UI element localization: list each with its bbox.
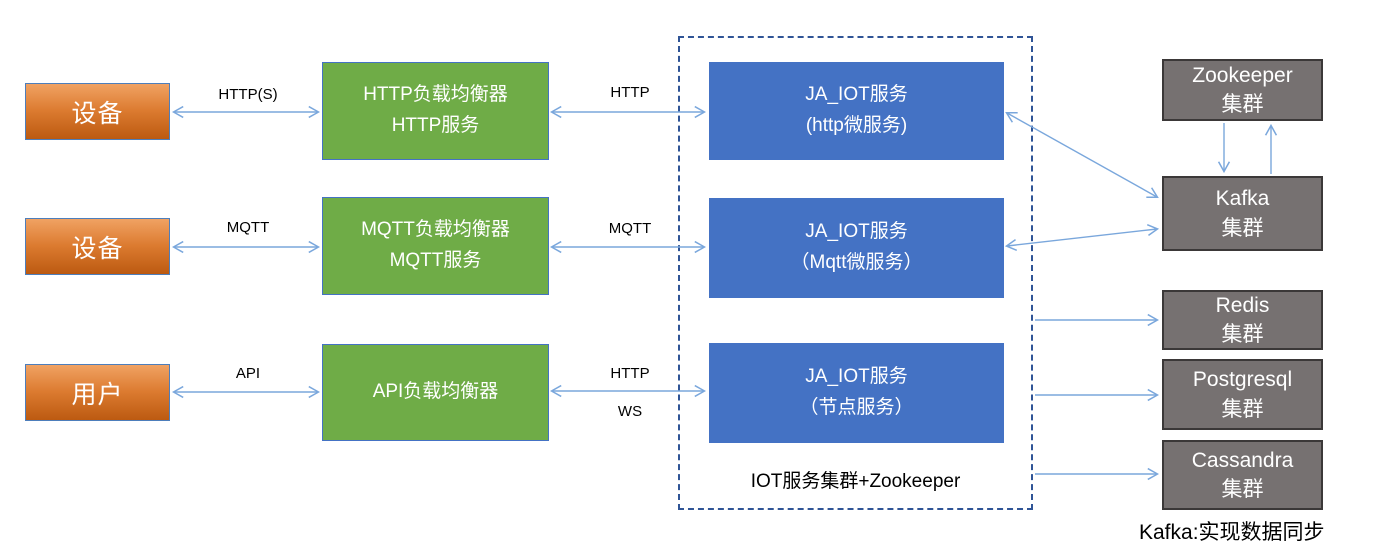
kafka-sync-note: Kafka:实现数据同步 (1139, 521, 1325, 544)
postgresql-cluster-line1: Postgresql (1192, 368, 1293, 392)
iot-cluster-caption: IOT服务集群+Zookeeper (750, 471, 961, 492)
device-box-2-label: 设备 (71, 234, 124, 263)
http-load-balancer-box: HTTP负载均衡器 HTTP服务 (322, 62, 549, 160)
zookeeper-cluster-line2: 集群 (1221, 93, 1264, 116)
iot-node-service-line1: JA_IOT服务 (805, 366, 908, 388)
iot-http-service-line2: (http微服务) (805, 115, 908, 136)
user-box: 用户 (25, 364, 170, 421)
mqtt-lb-line2: MQTT服务 (389, 250, 482, 271)
user-box-label: 用户 (71, 380, 124, 409)
device-box-1-label: 设备 (71, 99, 124, 128)
redis-cluster-line1: Redis (1215, 293, 1270, 317)
redis-cluster-box: Redis 集群 (1162, 290, 1323, 350)
mqtt-load-balancer-box: MQTT负载均衡器 MQTT服务 (322, 197, 549, 295)
iot-http-service-line1: JA_IOT服务 (805, 84, 908, 106)
edge-label-api: API (235, 365, 261, 382)
edge-label-mqtt-right: MQTT (608, 220, 652, 237)
http-lb-line1: HTTP负载均衡器 (363, 84, 508, 106)
api-lb-line1: API负载均衡器 (372, 381, 499, 403)
edge-label-http-row1: HTTP (610, 84, 650, 101)
postgresql-cluster-line2: 集群 (1221, 397, 1264, 421)
iot-node-service-line2: （节点服务） (799, 397, 914, 418)
cassandra-cluster-line1: Cassandra (1191, 448, 1294, 472)
cassandra-cluster-box: Cassandra 集群 (1162, 440, 1323, 510)
cassandra-cluster-line2: 集群 (1221, 478, 1264, 501)
iot-node-service-box: JA_IOT服务 （节点服务） (709, 343, 1004, 443)
edge-label-ws: WS (617, 403, 643, 420)
edge-label-https: HTTP(S) (218, 86, 278, 103)
device-box-1: 设备 (25, 83, 170, 140)
zookeeper-cluster-line1: Zookeeper (1192, 63, 1293, 87)
kafka-cluster-box: Kafka 集群 (1162, 176, 1323, 251)
device-box-2: 设备 (25, 218, 170, 275)
postgresql-cluster-box: Postgresql 集群 (1162, 359, 1323, 430)
iot-http-service-box: JA_IOT服务 (http微服务) (709, 62, 1004, 160)
iot-mqtt-service-line2: （Mqtt微服务） (790, 252, 923, 273)
redis-cluster-line2: 集群 (1221, 323, 1264, 346)
http-lb-line2: HTTP服务 (391, 115, 480, 136)
iot-mqtt-service-line1: JA_IOT服务 (805, 221, 908, 243)
iot-mqtt-service-box: JA_IOT服务 （Mqtt微服务） (709, 198, 1004, 298)
iot-cluster-dashed-container (678, 36, 1033, 510)
api-load-balancer-box: API负载均衡器 (322, 344, 549, 441)
edge-label-mqtt-left: MQTT (226, 219, 270, 236)
kafka-cluster-line1: Kafka (1215, 187, 1270, 211)
edge-label-http-row3: HTTP (610, 365, 650, 382)
kafka-cluster-line2: 集群 (1221, 216, 1264, 240)
zookeeper-cluster-box: Zookeeper 集群 (1162, 59, 1323, 121)
mqtt-lb-line1: MQTT负载均衡器 (361, 219, 510, 241)
